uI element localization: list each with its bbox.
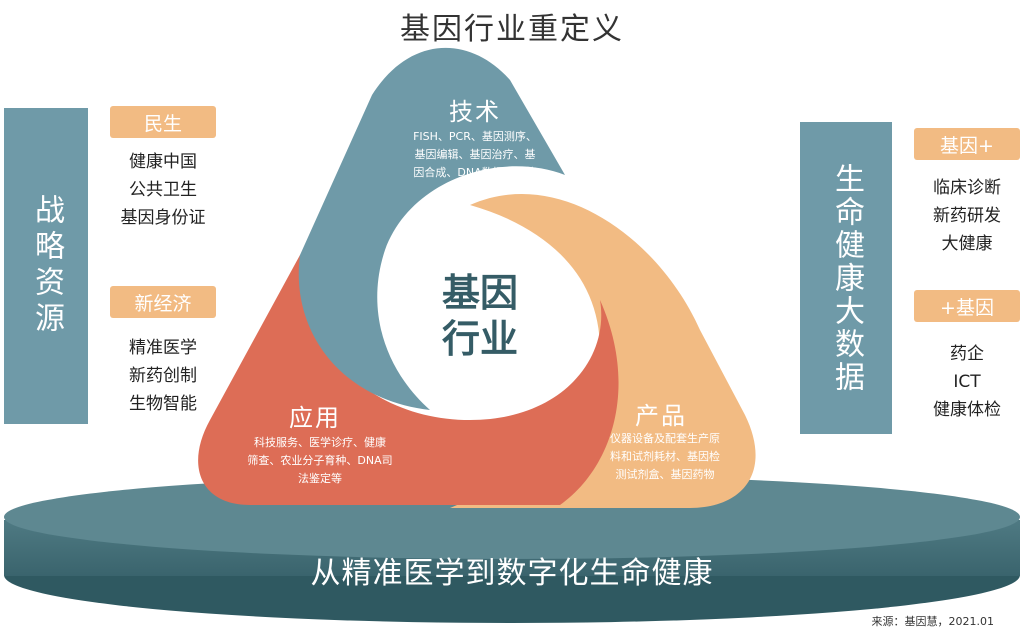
segment-tech-title: 技术 (449, 98, 501, 126)
list-item: 精准医学 (129, 338, 197, 358)
segment-tech-line: 基因编辑、基因治疗、基 (414, 148, 536, 161)
segment-tech-line: FISH、PCR、基因测序、 (413, 130, 537, 143)
center-circle (387, 233, 573, 397)
left-bar-label: 战略资源 (29, 194, 64, 338)
segment-app-text: 科技服务、医学诊疗、健康 筛查、农业分子育种、DNA司 法鉴定等 (225, 434, 415, 488)
center-label: 基因 行业 (400, 270, 560, 362)
right-bar-bg (800, 122, 892, 434)
list-item: 基因身份证 (120, 208, 206, 228)
list-item: 大健康 (941, 234, 993, 254)
left-bar-bg (4, 108, 88, 424)
right-bar-label: 生命健康大数据 (829, 162, 864, 394)
page-title: 基因行业重定义 (400, 12, 624, 47)
segment-tech-text: FISH、PCR、基因测序、 基因编辑、基因治疗、基 因合成、DNA数据存储等 (380, 128, 570, 182)
segment-product-title: 产品 (635, 402, 687, 430)
tag-minsheng: 民生 (110, 106, 216, 138)
list-item: ICT (953, 372, 981, 392)
tag-xinjingji: 新经济 (110, 286, 216, 318)
segment-app-title: 应用 (289, 404, 341, 432)
segment-app-line: 科技服务、医学诊疗、健康 (254, 436, 386, 449)
segment-product-line: 料和试剂耗材、基因检 (610, 450, 720, 463)
platform-caption: 从精准医学到数字化生命健康 (310, 556, 714, 591)
segment-app-line: 法鉴定等 (298, 472, 342, 485)
list-item: 药企 (950, 344, 984, 364)
list-item: 临床诊断 (933, 178, 1001, 198)
list-minsheng: 健康中国 公共卫生 基因身份证 (100, 148, 226, 232)
tag-plus-jiyin: +基因 (914, 290, 1020, 322)
center-label-line: 基因 (441, 271, 518, 315)
list-item: 健康体检 (933, 400, 1001, 420)
segment-product-text: 仪器设备及配套生产原 料和试剂耗材、基因检 测试剂盒、基因药物 (580, 430, 750, 484)
list-xinjingji: 精准医学 新药创制 生物智能 (100, 334, 226, 418)
list-item: 新药研发 (933, 206, 1001, 226)
source-note: 来源：基因慧，2021.01 (871, 615, 995, 628)
segment-tech-line: 因合成、DNA数据存储等 (413, 166, 537, 179)
list-item: 新药创制 (129, 366, 197, 386)
list-plus-jiyin: 药企 ICT 健康体检 (904, 340, 1024, 424)
segment-app-shape (198, 255, 619, 505)
tag-jiyin-plus: 基因+ (914, 128, 1020, 160)
list-jiyin-plus: 临床诊断 新药研发 大健康 (904, 174, 1024, 258)
list-item: 公共卫生 (129, 180, 197, 200)
list-item: 生物智能 (129, 394, 197, 414)
segment-product-line: 仪器设备及配套生产原 (610, 432, 720, 445)
segment-tech-shape (298, 47, 565, 411)
segment-product-line: 测试剂盒、基因药物 (615, 468, 715, 481)
segment-app-line: 筛查、农业分子育种、DNA司 (247, 454, 393, 467)
center-label-line: 行业 (441, 317, 518, 361)
list-item: 健康中国 (129, 152, 197, 172)
